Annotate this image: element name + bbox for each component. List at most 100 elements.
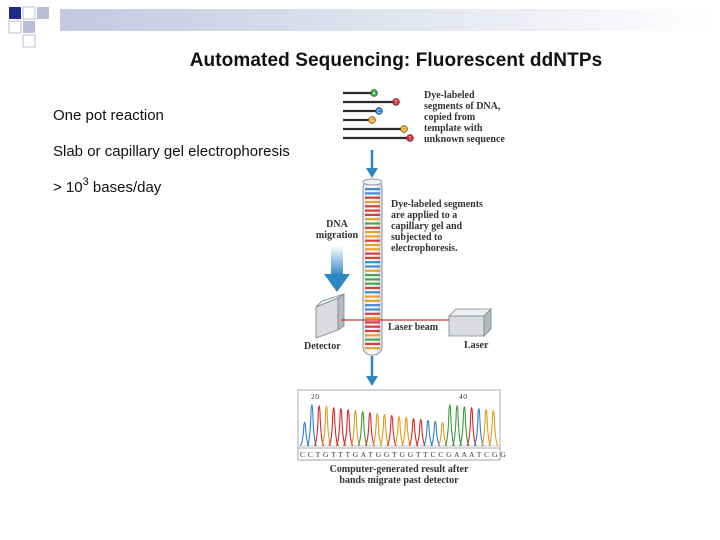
chromatogram-peak (394, 415, 404, 447)
gel-band (365, 299, 380, 302)
gel-band (365, 192, 380, 195)
dna-strand: T (343, 98, 400, 106)
gel-band (365, 342, 380, 345)
gel-band (365, 291, 380, 294)
dna-strand: G (343, 116, 376, 124)
dna-strand: T (343, 134, 414, 142)
chromatogram-peak (423, 419, 434, 447)
gel-band (365, 205, 380, 208)
applied-line: electrophoresis. (391, 243, 458, 254)
dye-segments-line: segments of DNA, (424, 101, 501, 112)
capillary-gel (362, 178, 383, 356)
dna-strand: C (343, 107, 383, 115)
chromatogram-peak (357, 410, 368, 447)
dna-strand: A (343, 89, 378, 97)
gel-band (365, 308, 380, 311)
bullet-electrophoresis: Slab or capillary gel electrophoresis (53, 143, 290, 160)
dye-segments-line: copied from (424, 112, 476, 123)
gel-band (365, 252, 380, 255)
dye-tag-letter: A (372, 91, 376, 97)
gel-band (365, 248, 380, 251)
dye-tag-letter: G (402, 127, 406, 133)
applied-line: subjected to (391, 232, 442, 243)
dye-tag (368, 116, 376, 124)
chromatogram-peak (299, 421, 310, 447)
gel-band (365, 213, 380, 216)
chromatogram-peak (481, 409, 492, 447)
arrow-to-capillary (366, 150, 378, 178)
gel-bands (365, 188, 380, 350)
gel-band (365, 317, 380, 320)
chromatogram-peak (401, 416, 412, 447)
gel-band (365, 312, 380, 315)
chromatogram-peak (335, 408, 346, 447)
dye-segments-line: unknown sequence (424, 134, 505, 145)
chromatogram-peak (379, 413, 390, 447)
gel-band (365, 196, 380, 199)
gel-band (365, 304, 380, 307)
chromatogram-peak (321, 406, 332, 447)
chromatogram-peak (437, 421, 448, 447)
bullet-throughput: > 103 bases/day (53, 176, 162, 196)
applied-line: capillary gel and (391, 221, 463, 232)
slide-title: Automated Sequencing: Fluorescent ddNTPs (189, 50, 603, 71)
gel-band (365, 347, 380, 350)
chromatogram-peak (473, 408, 484, 447)
chromatogram-peak (488, 409, 499, 447)
chromatogram-peak (314, 405, 325, 447)
dye-tag-letter: T (408, 136, 411, 142)
gel-band (365, 188, 380, 191)
dye-segments-line: Dye-labeled (424, 90, 475, 101)
gel-band (365, 265, 380, 268)
gel-band (365, 278, 380, 281)
dye-tag-letter: G (370, 118, 374, 124)
gel-band (365, 226, 380, 229)
detector: Detector (304, 293, 345, 352)
gel-band (365, 256, 380, 259)
laser: Laser (448, 308, 492, 351)
tick-40: 40 (459, 392, 468, 401)
laser-beam-label: Laser beam (388, 322, 439, 333)
dye-tag (392, 98, 400, 106)
gel-band (365, 295, 380, 298)
dye-segments-label: Dye-labeled segments of DNA, copied from… (424, 90, 505, 145)
laser-label: Laser (464, 340, 489, 351)
migration-arrow-head (324, 274, 350, 292)
chromatogram-peaks (299, 404, 499, 447)
sequence-readout: C C T G T T T G A T G G T G G T T C C G … (300, 450, 506, 459)
gel-band (365, 286, 380, 290)
gel-band (365, 235, 380, 238)
chromatogram-peak (364, 411, 375, 447)
chromatogram-peak (386, 414, 397, 447)
chromatogram-peak (459, 406, 470, 447)
gel-band (365, 222, 380, 225)
dna-strand: G (343, 125, 408, 133)
chromatogram-peak (415, 418, 426, 447)
gel-band (365, 218, 380, 221)
gel-band (365, 334, 380, 337)
gel-band (365, 261, 380, 264)
laser-beam: Laser beam (341, 319, 449, 333)
dye-tag-letter: T (394, 100, 397, 106)
corner-decoration (8, 6, 720, 48)
dye-segments-line: template with (424, 123, 483, 134)
gel-band (365, 329, 380, 333)
arrow-to-result (366, 356, 378, 386)
chromatogram-peak (466, 407, 477, 447)
gel-band (365, 269, 380, 272)
applied-line: are applied to a (391, 210, 457, 221)
gel-band (365, 200, 380, 204)
dye-tag (406, 134, 414, 142)
chromatogram-peak (343, 409, 354, 447)
chromatogram-peak (452, 405, 463, 447)
gel-band (365, 274, 380, 277)
gel-band (365, 231, 380, 234)
gel-band (365, 209, 380, 212)
chromatogram-peak (372, 412, 383, 447)
dye-tag (375, 107, 383, 115)
dna-migration-label: migration (316, 230, 359, 241)
chromatogram-peak (306, 404, 317, 447)
tick-20: 20 (311, 392, 320, 401)
dye-tag (370, 89, 378, 97)
